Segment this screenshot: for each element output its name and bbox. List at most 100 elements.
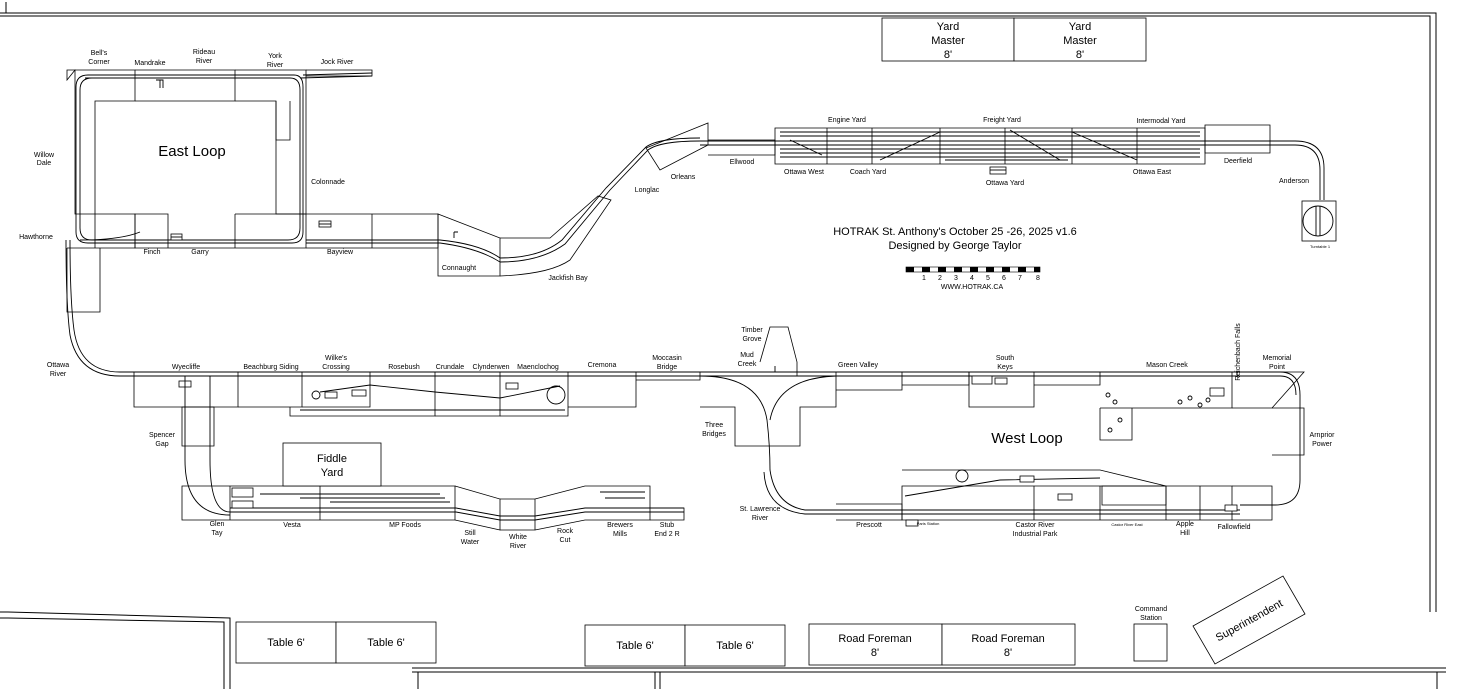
label-st-lawrence-1: St. Lawrence: [740, 506, 781, 513]
label-finch: Finch: [143, 249, 160, 256]
label-brewers-1: Brewers: [607, 522, 633, 529]
label-white-river-1: White: [509, 534, 527, 541]
scale-tick-8: 8: [1036, 275, 1040, 282]
fiddle-yard-line1: Fiddle: [317, 453, 347, 465]
label-anderson: Anderson: [1279, 178, 1309, 185]
label-timber-1: Timber: [741, 327, 763, 334]
ottawa-yard-modules: [700, 124, 1337, 242]
label-engine-yard: Engine Yard: [828, 117, 866, 124]
command-station-line1: Command: [1135, 606, 1167, 613]
label-ottawa-west: Ottawa West: [784, 169, 824, 176]
label-rock-cut-2: Cut: [560, 537, 571, 544]
label-ottawa-yard: Ottawa Yard: [986, 180, 1024, 187]
label-ottawa-river-1: Ottawa: [47, 362, 69, 369]
label-stub-1: Stub: [660, 522, 675, 529]
bayview-connaught-modules: [306, 122, 709, 277]
scale-tick-1: 1: [922, 275, 926, 282]
yard-master-tables: [881, 17, 1147, 62]
label-moccasin-1: Moccasin: [652, 355, 682, 362]
label-castor-1: Castor River: [1016, 522, 1056, 529]
label-stub-2: End 2 R: [654, 531, 679, 538]
fiddle-yard-line2: Yard: [321, 467, 343, 479]
label-brewers-2: Mills: [613, 531, 627, 538]
label-spencer-1: Spencer: [149, 432, 176, 439]
road-foreman-1-line2: 8': [871, 647, 879, 659]
label-garry: Garry: [191, 249, 209, 256]
label-castor-2: Industrial Park: [1013, 531, 1058, 538]
label-still-water-2: Water: [461, 539, 480, 546]
website-label: WWW.HOTRAK.CA: [941, 284, 1004, 291]
label-south-keys-1: South: [996, 355, 1014, 362]
label-beachburg: Beachburg Siding: [243, 364, 298, 371]
label-longlac: Longlac: [635, 187, 660, 194]
label-colonnade: Colonnade: [311, 179, 345, 186]
east-loop-module: [65, 69, 373, 377]
label-three-bridges-2: Bridges: [702, 431, 726, 438]
label-south-keys-2: Keys: [997, 364, 1013, 371]
label-st-lawrence-2: River: [752, 515, 769, 522]
label-glen-tay-1: Glen: [210, 521, 225, 528]
west-loop-module: [836, 371, 1305, 527]
label-intermodal-yard: Intermodal Yard: [1136, 118, 1185, 125]
label-bells-corner-1: Bell's: [91, 50, 108, 57]
label-connaught: Connaught: [442, 265, 476, 272]
label-rideau-1: Rideau: [193, 49, 215, 56]
bottom-tables: [235, 575, 1306, 667]
three-bridges-module: [699, 326, 900, 515]
label-clynderwen: Clynderwen: [473, 364, 510, 371]
label-prescott: Prescott: [856, 522, 882, 529]
label-mason-creek: Mason Creek: [1146, 362, 1188, 369]
scale-tick-3: 3: [954, 275, 958, 282]
lower-mainline: [120, 371, 1301, 506]
table-4-label: Table 6': [716, 640, 754, 652]
label-reichenbach: Reichenbach Falls: [1235, 323, 1242, 381]
table-1-label: Table 6': [267, 637, 305, 649]
layout-title: HOTRAK St. Anthony's October 25 -26, 202…: [833, 226, 1077, 238]
command-station-line2: Station: [1140, 615, 1162, 622]
label-turntable: Turntable 1: [1310, 244, 1331, 249]
fiddle-yard-area: [181, 375, 685, 531]
road-foreman-2-line1: Road Foreman: [971, 633, 1044, 645]
table-3-label: Table 6': [616, 640, 654, 652]
scale-tick-6: 6: [1002, 275, 1006, 282]
label-deerfield: Deerfield: [1224, 158, 1252, 165]
yard-master-1-line3: 8': [944, 49, 952, 61]
label-green-valley: Green Valley: [838, 362, 878, 369]
label-ottawa-east: Ottawa East: [1133, 169, 1171, 176]
scale-tick-4: 4: [970, 275, 974, 282]
label-maenclochog: Maenclochog: [517, 364, 559, 371]
label-vesta: Vesta: [283, 522, 301, 529]
label-mp-foods: MP Foods: [389, 522, 421, 529]
label-wilkes-1: Wilke's: [325, 355, 347, 362]
road-foreman-2-line2: 8': [1004, 647, 1012, 659]
label-willow-2: Dale: [37, 160, 52, 167]
label-castor-east: Castor River East: [1111, 522, 1143, 527]
label-mud-2: Creek: [738, 361, 757, 368]
scale-tick-5: 5: [986, 275, 990, 282]
label-jock-river: Jock River: [321, 59, 354, 66]
label-white-river-2: River: [510, 543, 527, 550]
scale-bar: [905, 266, 1041, 273]
table-2-label: Table 6': [367, 637, 405, 649]
label-bayview: Bayview: [327, 249, 354, 256]
west-loop-title: West Loop: [991, 430, 1062, 447]
label-bells-corner-2: Corner: [88, 59, 110, 66]
label-glen-tay-2: Tay: [212, 530, 223, 537]
label-orleans: Orleans: [671, 174, 696, 181]
road-foreman-1-line1: Road Foreman: [838, 633, 911, 645]
label-hawthorne: Hawthorne: [19, 234, 53, 241]
label-york-2: River: [267, 62, 284, 69]
label-mandrake: Mandrake: [134, 60, 165, 67]
label-fallowfield: Fallowfield: [1217, 524, 1250, 531]
label-spencer-2: Gap: [155, 441, 168, 448]
label-mud-1: Mud: [740, 352, 754, 359]
label-moccasin-2: Bridge: [657, 364, 677, 371]
label-apple-2: Hill: [1180, 530, 1190, 537]
label-rock-cut-1: Rock: [557, 528, 573, 535]
designer-credit: Designed by George Taylor: [888, 240, 1021, 252]
label-wyecliffe: Wyecliffe: [172, 364, 200, 371]
yard-master-1-line2: Master: [931, 35, 965, 47]
label-ottawa-river-2: River: [50, 371, 67, 378]
scale-tick-2: 2: [938, 275, 942, 282]
